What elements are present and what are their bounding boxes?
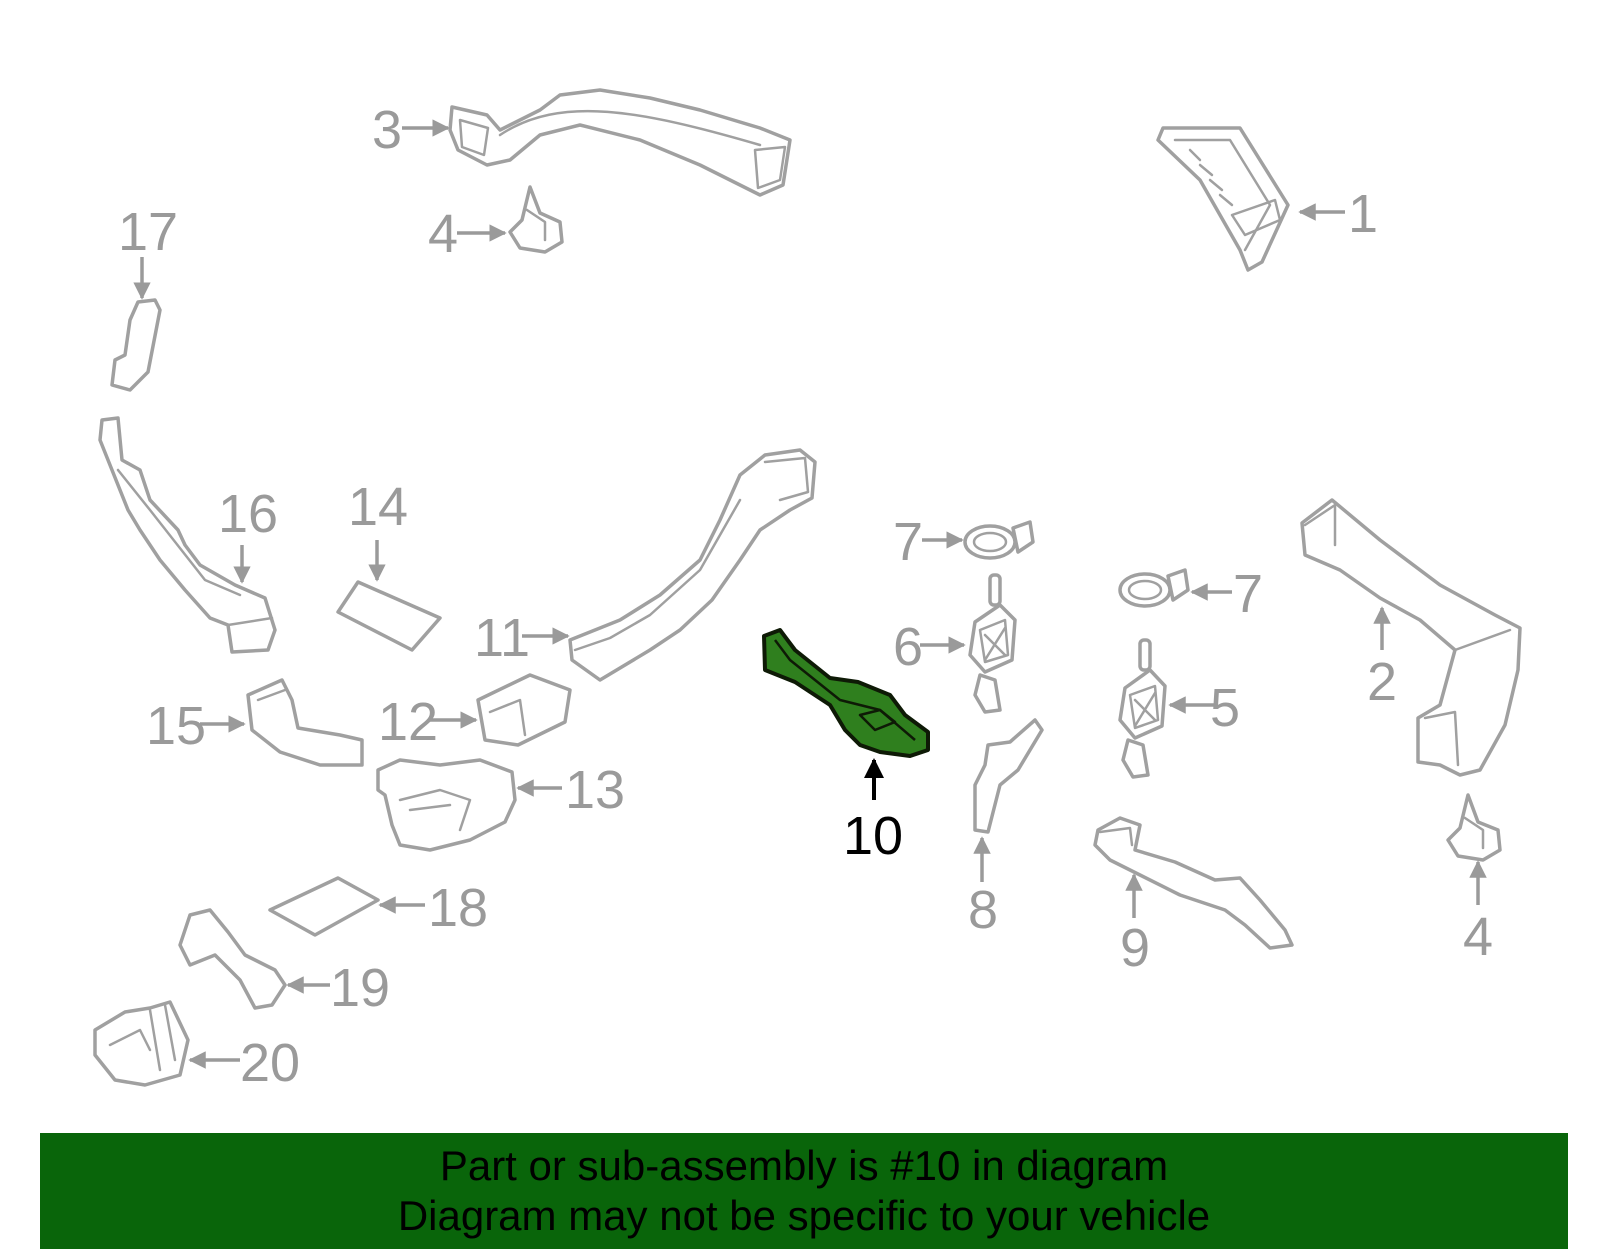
part-4-clip-top[interactable] [508, 185, 564, 254]
callout-5: 5 [1210, 678, 1240, 738]
callout-17: 17 [118, 202, 178, 262]
part-7-ring-left[interactable] [963, 520, 1035, 560]
callout-1: 1 [1348, 184, 1378, 244]
part-19-duct[interactable] [178, 908, 287, 1010]
part-5-valve[interactable] [1118, 638, 1167, 779]
callout-19: 19 [330, 958, 390, 1018]
part-12-connector[interactable] [476, 673, 572, 747]
part-17-bracket[interactable] [110, 298, 162, 392]
callout-7-right: 7 [1233, 564, 1263, 624]
callout-11: 11 [474, 608, 530, 668]
part-10-highlighted[interactable] [762, 628, 930, 758]
part-18-pad[interactable] [268, 876, 380, 937]
callout-3: 3 [372, 100, 402, 160]
callout-13: 13 [565, 760, 625, 820]
callout-4-bottom: 4 [1463, 907, 1493, 967]
callout-4-top: 4 [428, 204, 458, 264]
part-20-cover[interactable] [93, 1000, 190, 1087]
callout-16: 16 [218, 484, 278, 544]
callout-8: 8 [968, 880, 998, 940]
callout-7-left: 7 [893, 512, 923, 572]
callout-14: 14 [348, 477, 408, 537]
callout-20: 20 [240, 1033, 300, 1093]
callout-2: 2 [1367, 652, 1397, 712]
banner-line-2: Diagram may not be specific to your vehi… [397, 1192, 1211, 1239]
callout-18: 18 [428, 878, 488, 938]
callout-12: 12 [378, 692, 438, 752]
banner-line-1: Part or sub-assembly is #10 in diagram [439, 1142, 1169, 1189]
callout-15: 15 [146, 696, 206, 756]
part-3-duct[interactable] [448, 88, 792, 197]
part-13-housing[interactable] [376, 758, 517, 852]
part-15-duct[interactable] [246, 678, 364, 767]
part-6-valve[interactable] [968, 573, 1017, 714]
info-banner: Part or sub-assembly is #10 in diagram D… [40, 1133, 1568, 1249]
part-11-duct[interactable] [568, 448, 817, 682]
part-8-bracket[interactable] [973, 718, 1044, 834]
callout-9: 9 [1120, 918, 1150, 978]
part-1-vent[interactable] [1156, 126, 1290, 272]
part-2-duct[interactable] [1300, 498, 1522, 777]
part-7-ring-right[interactable] [1118, 568, 1190, 608]
part-9-duct[interactable] [1093, 816, 1294, 950]
callout-6: 6 [893, 617, 923, 677]
part-14-pad[interactable] [336, 580, 442, 652]
part-4-clip-bottom[interactable] [1446, 793, 1502, 862]
part-16-duct[interactable] [98, 416, 277, 654]
callout-10: 10 [843, 806, 903, 866]
